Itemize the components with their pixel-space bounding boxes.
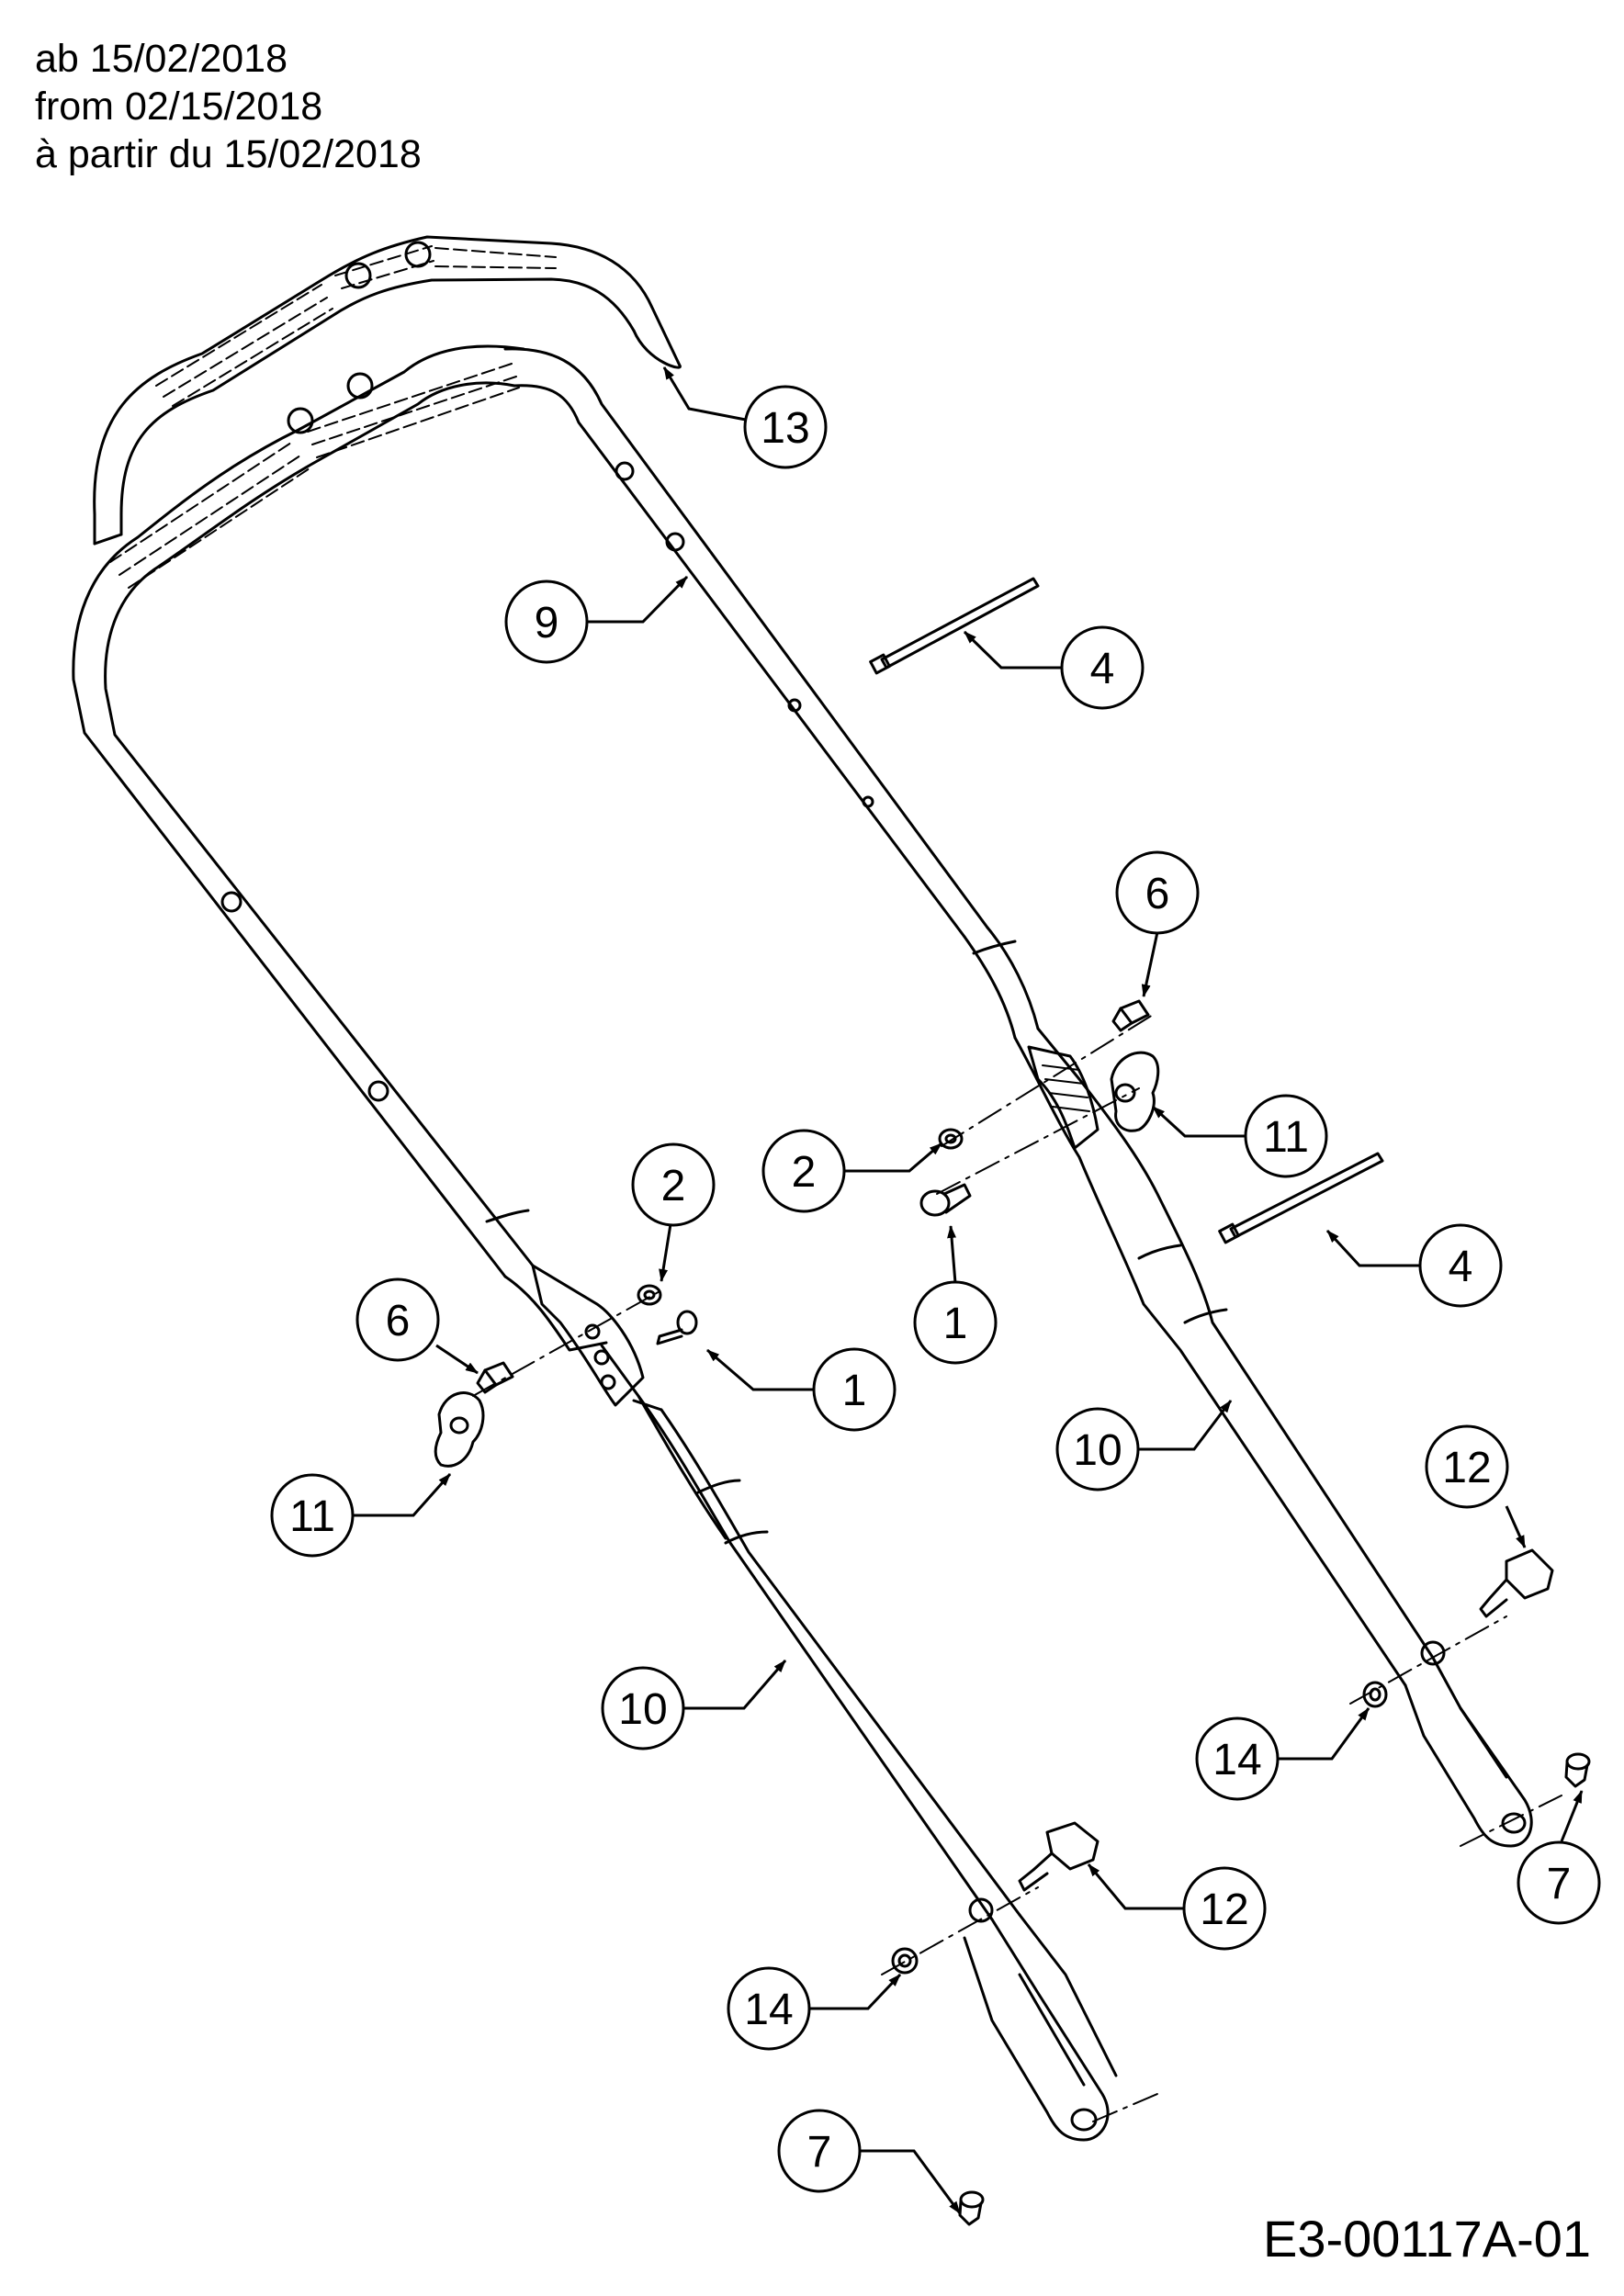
upper-handle-rear	[93, 235, 682, 546]
callout-2-left: 2	[631, 1142, 716, 1282]
callout-6-right: 6	[1115, 850, 1200, 997]
callout-label: 12	[1200, 1885, 1248, 1934]
callout-11-right: 11	[1151, 1094, 1328, 1178]
washer-14-right	[1362, 1681, 1388, 1708]
callout-6-left: 6	[355, 1277, 479, 1375]
wing-knob-11-left	[434, 1391, 485, 1468]
callout-label: 7	[1547, 1860, 1572, 1908]
callout-label: 6	[386, 1297, 411, 1345]
callout-label: 13	[761, 404, 809, 453]
validity-fr: à partir du 15/02/2018	[35, 132, 422, 176]
drawing-number: E3-00117A-01	[1263, 2210, 1591, 2268]
cable-tie-right	[1218, 1152, 1384, 1244]
callout-9: 9	[504, 575, 689, 664]
carriage-bolt-1-left	[656, 1310, 698, 1345]
bolt-6-right	[1111, 999, 1150, 1032]
callout-label: 6	[1145, 870, 1170, 918]
lower-handle-left	[503, 1275, 1118, 2142]
callout-14-right: 14	[1195, 1707, 1370, 1801]
screw-7-left	[958, 2190, 985, 2226]
callout-10-left: 10	[601, 1660, 787, 1750]
upper-handle-front	[72, 344, 1040, 1278]
callout-12-right: 12	[1425, 1424, 1527, 1548]
callout-1-center: 1	[913, 1225, 998, 1365]
bracket-plate-left	[531, 1264, 645, 1407]
callout-7-right: 7	[1517, 1790, 1601, 1925]
screw-7-right	[1564, 1752, 1591, 1788]
validity-de: ab 15/02/2018	[35, 37, 288, 81]
callout-label: 9	[535, 599, 559, 647]
callout-label: 2	[792, 1148, 817, 1197]
knob-12-right	[1479, 1548, 1554, 1618]
assembly-axes	[472, 1014, 1562, 2122]
callout-13: 13	[662, 366, 828, 469]
callout-label: 7	[807, 2128, 832, 2177]
nut-2-left	[637, 1284, 662, 1306]
callout-12-left: 12	[1087, 1863, 1267, 1951]
validity-note: ab 15/02/2018 from 02/15/2018 à partir d…	[35, 35, 422, 178]
callout-10-right: 10	[1055, 1400, 1233, 1491]
washer-14-left	[891, 1947, 919, 1975]
validity-en: from 02/15/2018	[35, 84, 323, 129]
carriage-bolt-1-center	[919, 1183, 972, 1217]
callout-label: 11	[289, 1492, 335, 1541]
callout-4-top: 4	[963, 625, 1145, 710]
callout-label: 14	[744, 1986, 793, 2034]
callout-label: 10	[1073, 1426, 1122, 1475]
callout-label: 10	[618, 1685, 667, 1734]
cable-tie-top	[869, 577, 1040, 675]
nut-2-center	[938, 1128, 964, 1150]
callout-7-left: 7	[777, 2109, 962, 2214]
callouts: 13 9 4 6 2	[270, 366, 1601, 2214]
callout-1-left: 1	[706, 1347, 897, 1432]
callout-4-right: 4	[1325, 1223, 1503, 1308]
callout-label: 1	[842, 1367, 867, 1415]
knob-12-left	[1018, 1821, 1100, 1892]
callout-label: 4	[1449, 1243, 1473, 1291]
callout-2-center: 2	[761, 1129, 942, 1213]
callout-label: 12	[1442, 1444, 1491, 1492]
callout-11-left: 11	[270, 1473, 452, 1558]
callout-label: 2	[661, 1162, 686, 1210]
bracket-plate-right	[1027, 1045, 1100, 1150]
callout-label: 1	[943, 1300, 968, 1348]
bolt-6-left	[476, 1361, 514, 1394]
callout-label: 11	[1263, 1113, 1309, 1162]
callout-label: 14	[1212, 1736, 1261, 1784]
wing-knob-11-right	[1110, 1051, 1160, 1132]
callout-14-left: 14	[727, 1966, 902, 2051]
callout-label: 4	[1090, 645, 1115, 693]
